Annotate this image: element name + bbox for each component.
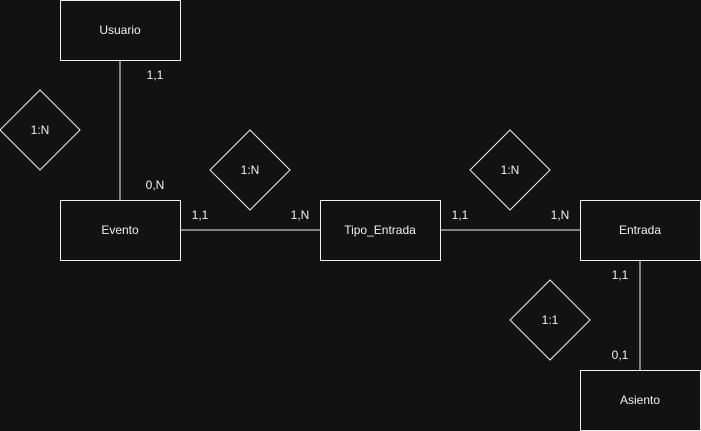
- relationship-evento-tipo-label: 1:N: [241, 163, 260, 177]
- relationship-usuario-evento[interactable]: 1:N: [0, 89, 81, 171]
- cardinality-evento-to-tipo: 1,1: [192, 208, 209, 222]
- cardinality-entrada-to-asiento: 1,1: [612, 268, 629, 282]
- relationship-entrada-asiento-label: 1:1: [542, 313, 559, 327]
- relationship-tipo-entrada-label: 1:N: [501, 163, 520, 177]
- cardinality-tipo-from-evento: 1,N: [291, 208, 310, 222]
- cardinality-entrada-from-tipo: 1,N: [551, 208, 570, 222]
- relationship-usuario-evento-label: 1:N: [31, 123, 50, 137]
- entity-tipo-entrada-label: Tipo_Entrada: [344, 223, 416, 237]
- cardinality-evento-from-usuario: 0,N: [146, 178, 165, 192]
- entity-asiento-label: Asiento: [620, 393, 660, 407]
- entity-entrada-label: Entrada: [619, 223, 661, 237]
- cardinality-tipo-to-entrada: 1,1: [452, 208, 469, 222]
- entity-usuario[interactable]: Usuario: [60, 0, 181, 61]
- relationship-entrada-asiento[interactable]: 1:1: [509, 279, 591, 361]
- relationship-tipo-entrada[interactable]: 1:N: [469, 129, 551, 211]
- entity-evento-label: Evento: [101, 223, 139, 237]
- entity-evento[interactable]: Evento: [60, 200, 181, 261]
- entity-entrada[interactable]: Entrada: [580, 200, 701, 261]
- entity-tipo-entrada[interactable]: Tipo_Entrada: [320, 200, 441, 261]
- entity-asiento[interactable]: Asiento: [580, 370, 701, 431]
- cardinality-asiento-from-entrada: 0,1: [612, 348, 629, 362]
- cardinality-usuario-side: 1,1: [147, 68, 164, 82]
- relationship-evento-tipo[interactable]: 1:N: [209, 129, 291, 211]
- entity-usuario-label: Usuario: [99, 23, 141, 37]
